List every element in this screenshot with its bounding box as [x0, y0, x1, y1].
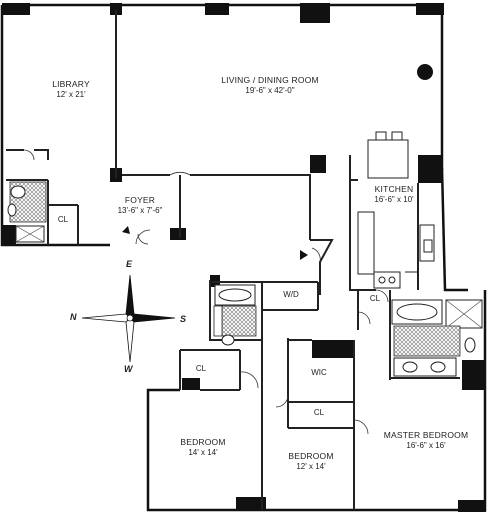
master-bath [391, 299, 483, 377]
doors [23, 149, 389, 435]
compass-rose [81, 274, 176, 363]
master-label: MASTER BEDROOM 16'-6" x 16' [376, 430, 476, 450]
wall-columns [2, 3, 486, 512]
washer-dryer-label: W/D [283, 290, 299, 299]
compass-south: S [180, 314, 187, 324]
bedroom2-name: BEDROOM [288, 451, 334, 461]
kitchen-name: KITCHEN [374, 184, 414, 194]
bedroom1-name: BEDROOM [180, 437, 226, 447]
closet-wic-label: CL [313, 408, 325, 417]
living-name: LIVING / DINING ROOM [221, 75, 319, 85]
living-label: LIVING / DINING ROOM 19'-6" x 42'-0" [210, 75, 330, 95]
foyer-label: FOYER 13'-6" x 7'-6" [100, 195, 180, 215]
library-dim: 12' x 21' [56, 89, 86, 99]
foyer-name: FOYER [124, 195, 156, 205]
walk-in-closet-label: WIC [311, 368, 327, 377]
kitchen-dim: 16'-6" x 10' [374, 194, 414, 204]
compass-north: N [70, 312, 77, 322]
library-name: LIBRARY [52, 79, 90, 89]
closet-bedroom-label: CL [195, 364, 207, 373]
master-dim: 16'-6" x 16' [406, 440, 446, 450]
kitchen-label: KITCHEN 16'-6" x 10' [358, 184, 430, 204]
living-dim: 19'-6" x 42'-0" [245, 85, 295, 95]
bedroom2-dim: 12' x 14' [296, 461, 326, 471]
round-column [417, 64, 433, 80]
kitchen-fixtures [357, 131, 435, 289]
closet-foyer-label: CL [57, 215, 69, 224]
door-arrow-icon [122, 226, 130, 234]
bedroom2-label: BEDROOM 12' x 14' [276, 451, 346, 471]
library-bath [7, 181, 47, 243]
center-bath [213, 284, 257, 346]
foyer-dim: 13'-6" x 7'-6" [117, 205, 163, 215]
library-label: LIBRARY 12' x 21' [36, 79, 106, 99]
closet-kitchen-label: CL [369, 294, 381, 303]
compass-east: E [126, 259, 133, 269]
bedroom1-dim: 14' x 14' [188, 447, 218, 457]
master-name: MASTER BEDROOM [383, 430, 469, 440]
entry-arrow-icon [300, 250, 308, 260]
compass-west: W [124, 364, 133, 374]
bedroom1-label: BEDROOM 14' x 14' [168, 437, 238, 457]
